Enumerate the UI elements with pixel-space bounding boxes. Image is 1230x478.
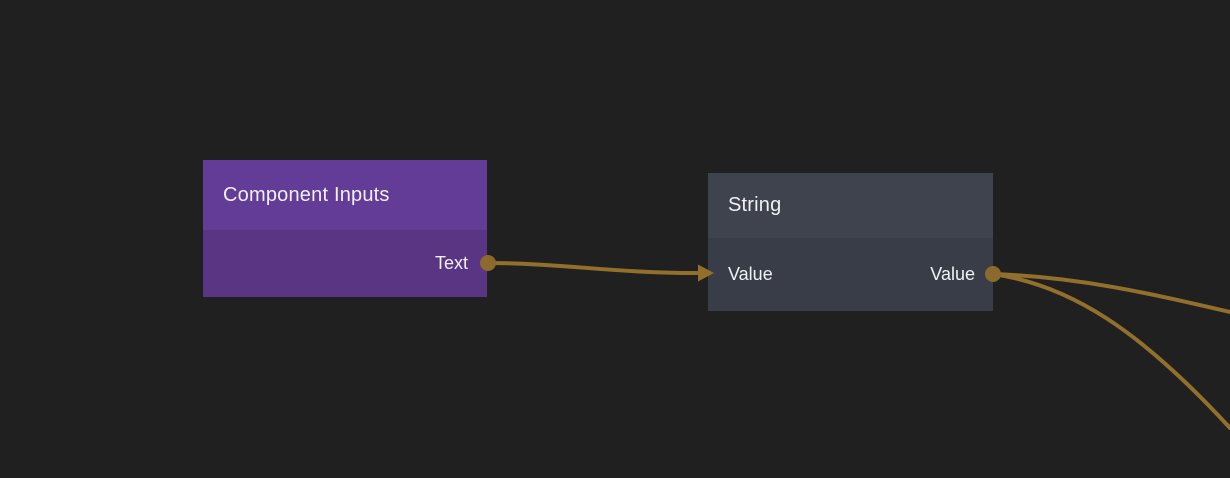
output-port-label: Text — [434, 253, 468, 273]
node-component-inputs[interactable]: Component Inputs Text — [203, 160, 487, 297]
node-string[interactable]: String Value Value — [708, 173, 993, 311]
wire-component-inputs-text-to-string-value[interactable] — [486, 261, 699, 275]
node-header[interactable]: Component Inputs — [203, 160, 487, 230]
node-title: String — [728, 194, 782, 216]
node-body: Text — [203, 230, 487, 297]
node-header[interactable]: String — [708, 173, 993, 238]
wire-string-value-offcanvas-upper[interactable] — [991, 272, 1230, 314]
output-port-label: Value — [930, 264, 975, 284]
input-port-label: Value — [728, 264, 773, 284]
node-body: Value Value — [708, 238, 993, 311]
wire-string-value-offcanvas-lower[interactable] — [991, 272, 1230, 430]
port-row: Value Value — [708, 264, 993, 285]
output-port-row: Text — [203, 253, 487, 274]
node-title: Component Inputs — [223, 183, 390, 206]
